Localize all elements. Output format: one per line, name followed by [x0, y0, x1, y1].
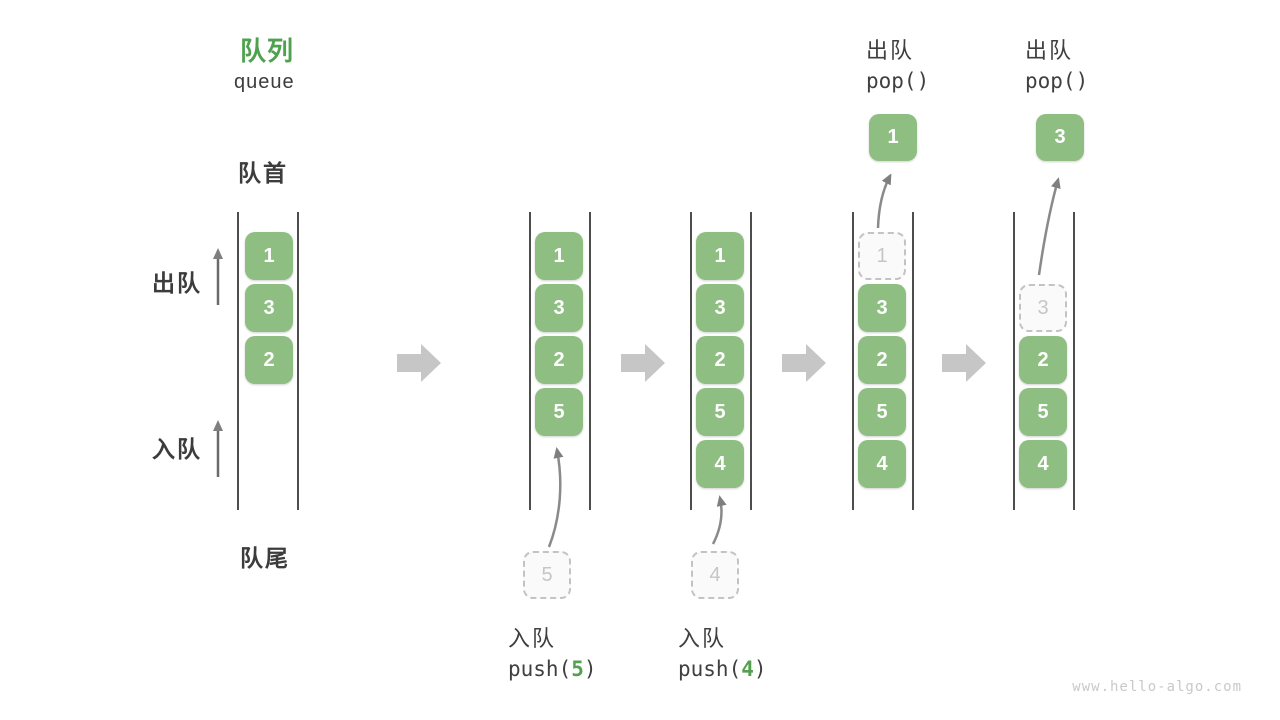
- queue-item-popped: 3: [1019, 284, 1067, 332]
- stage-transition-arrow: [621, 344, 665, 382]
- stage5-left-wall: [1013, 212, 1015, 510]
- queue-item: 2: [535, 336, 583, 384]
- push5-action-label: 入队: [508, 626, 557, 651]
- pop3-arrow: [1037, 177, 1061, 276]
- stage-transition-arrow: [397, 344, 441, 382]
- watermark: www.hello-algo.com: [1072, 679, 1242, 695]
- queue-item: 4: [1019, 440, 1067, 488]
- stage-transition-arrow: [942, 344, 986, 382]
- stage-transition-arrow: [782, 344, 826, 382]
- queue-item: 2: [696, 336, 744, 384]
- queue-rear-label: 队尾: [240, 545, 290, 571]
- enqueue-side-label: 入队: [152, 436, 202, 462]
- push4-action-label: 入队: [678, 626, 727, 651]
- pending-item: 5: [523, 551, 571, 599]
- push4-call-label: push(4): [678, 657, 767, 681]
- stage3-left-wall: [690, 212, 692, 510]
- push4-arrow: [711, 495, 727, 545]
- stage2-right-wall: [589, 212, 591, 510]
- queue-item: 4: [696, 440, 744, 488]
- queue-front-label: 队首: [238, 160, 288, 186]
- queue-item: 3: [245, 284, 293, 332]
- push5-call-label: push(5): [508, 657, 597, 681]
- stage2-left-wall: [529, 212, 531, 510]
- push4-call-open: push(: [678, 657, 742, 681]
- push5-arrow: [547, 447, 564, 548]
- queue-item: 5: [1019, 388, 1067, 436]
- pop1-call-label: pop(): [866, 69, 930, 93]
- queue-item: 3: [535, 284, 583, 332]
- queue-item: 5: [535, 388, 583, 436]
- queue-item: 3: [696, 284, 744, 332]
- dequeue-side-label: 出队: [152, 270, 202, 296]
- diagram-title-en: queue: [234, 71, 295, 93]
- push5-call-arg: 5: [571, 657, 584, 681]
- stage5-right-wall: [1073, 212, 1075, 510]
- stage1-left-wall: [237, 212, 239, 510]
- push5-call-open: push(: [508, 657, 572, 681]
- popped-item: 1: [869, 114, 917, 161]
- queue-item: 1: [245, 232, 293, 280]
- pending-item: 4: [691, 551, 739, 599]
- pop3-call-label: pop(): [1025, 69, 1089, 93]
- stage1-right-wall: [297, 212, 299, 510]
- pop1-arrow: [876, 173, 892, 229]
- diagram-title-zh: 队列: [240, 36, 295, 66]
- queue-item-popped: 1: [858, 232, 906, 280]
- stage4-left-wall: [852, 212, 854, 510]
- push4-call-close: ): [753, 657, 767, 681]
- popped-item: 3: [1036, 114, 1084, 161]
- queue-item: 1: [696, 232, 744, 280]
- queue-item: 3: [858, 284, 906, 332]
- queue-item: 4: [858, 440, 906, 488]
- pop3-action-label: 出队: [1025, 38, 1074, 63]
- queue-item: 2: [1019, 336, 1067, 384]
- queue-item: 2: [858, 336, 906, 384]
- queue-item: 1: [535, 232, 583, 280]
- queue-item: 5: [696, 388, 744, 436]
- stage4-right-wall: [912, 212, 914, 510]
- push5-call-close: ): [583, 657, 597, 681]
- push4-call-arg: 4: [741, 657, 754, 681]
- stage3-right-wall: [750, 212, 752, 510]
- queue-item: 5: [858, 388, 906, 436]
- pop1-action-label: 出队: [866, 38, 915, 63]
- queue-item: 2: [245, 336, 293, 384]
